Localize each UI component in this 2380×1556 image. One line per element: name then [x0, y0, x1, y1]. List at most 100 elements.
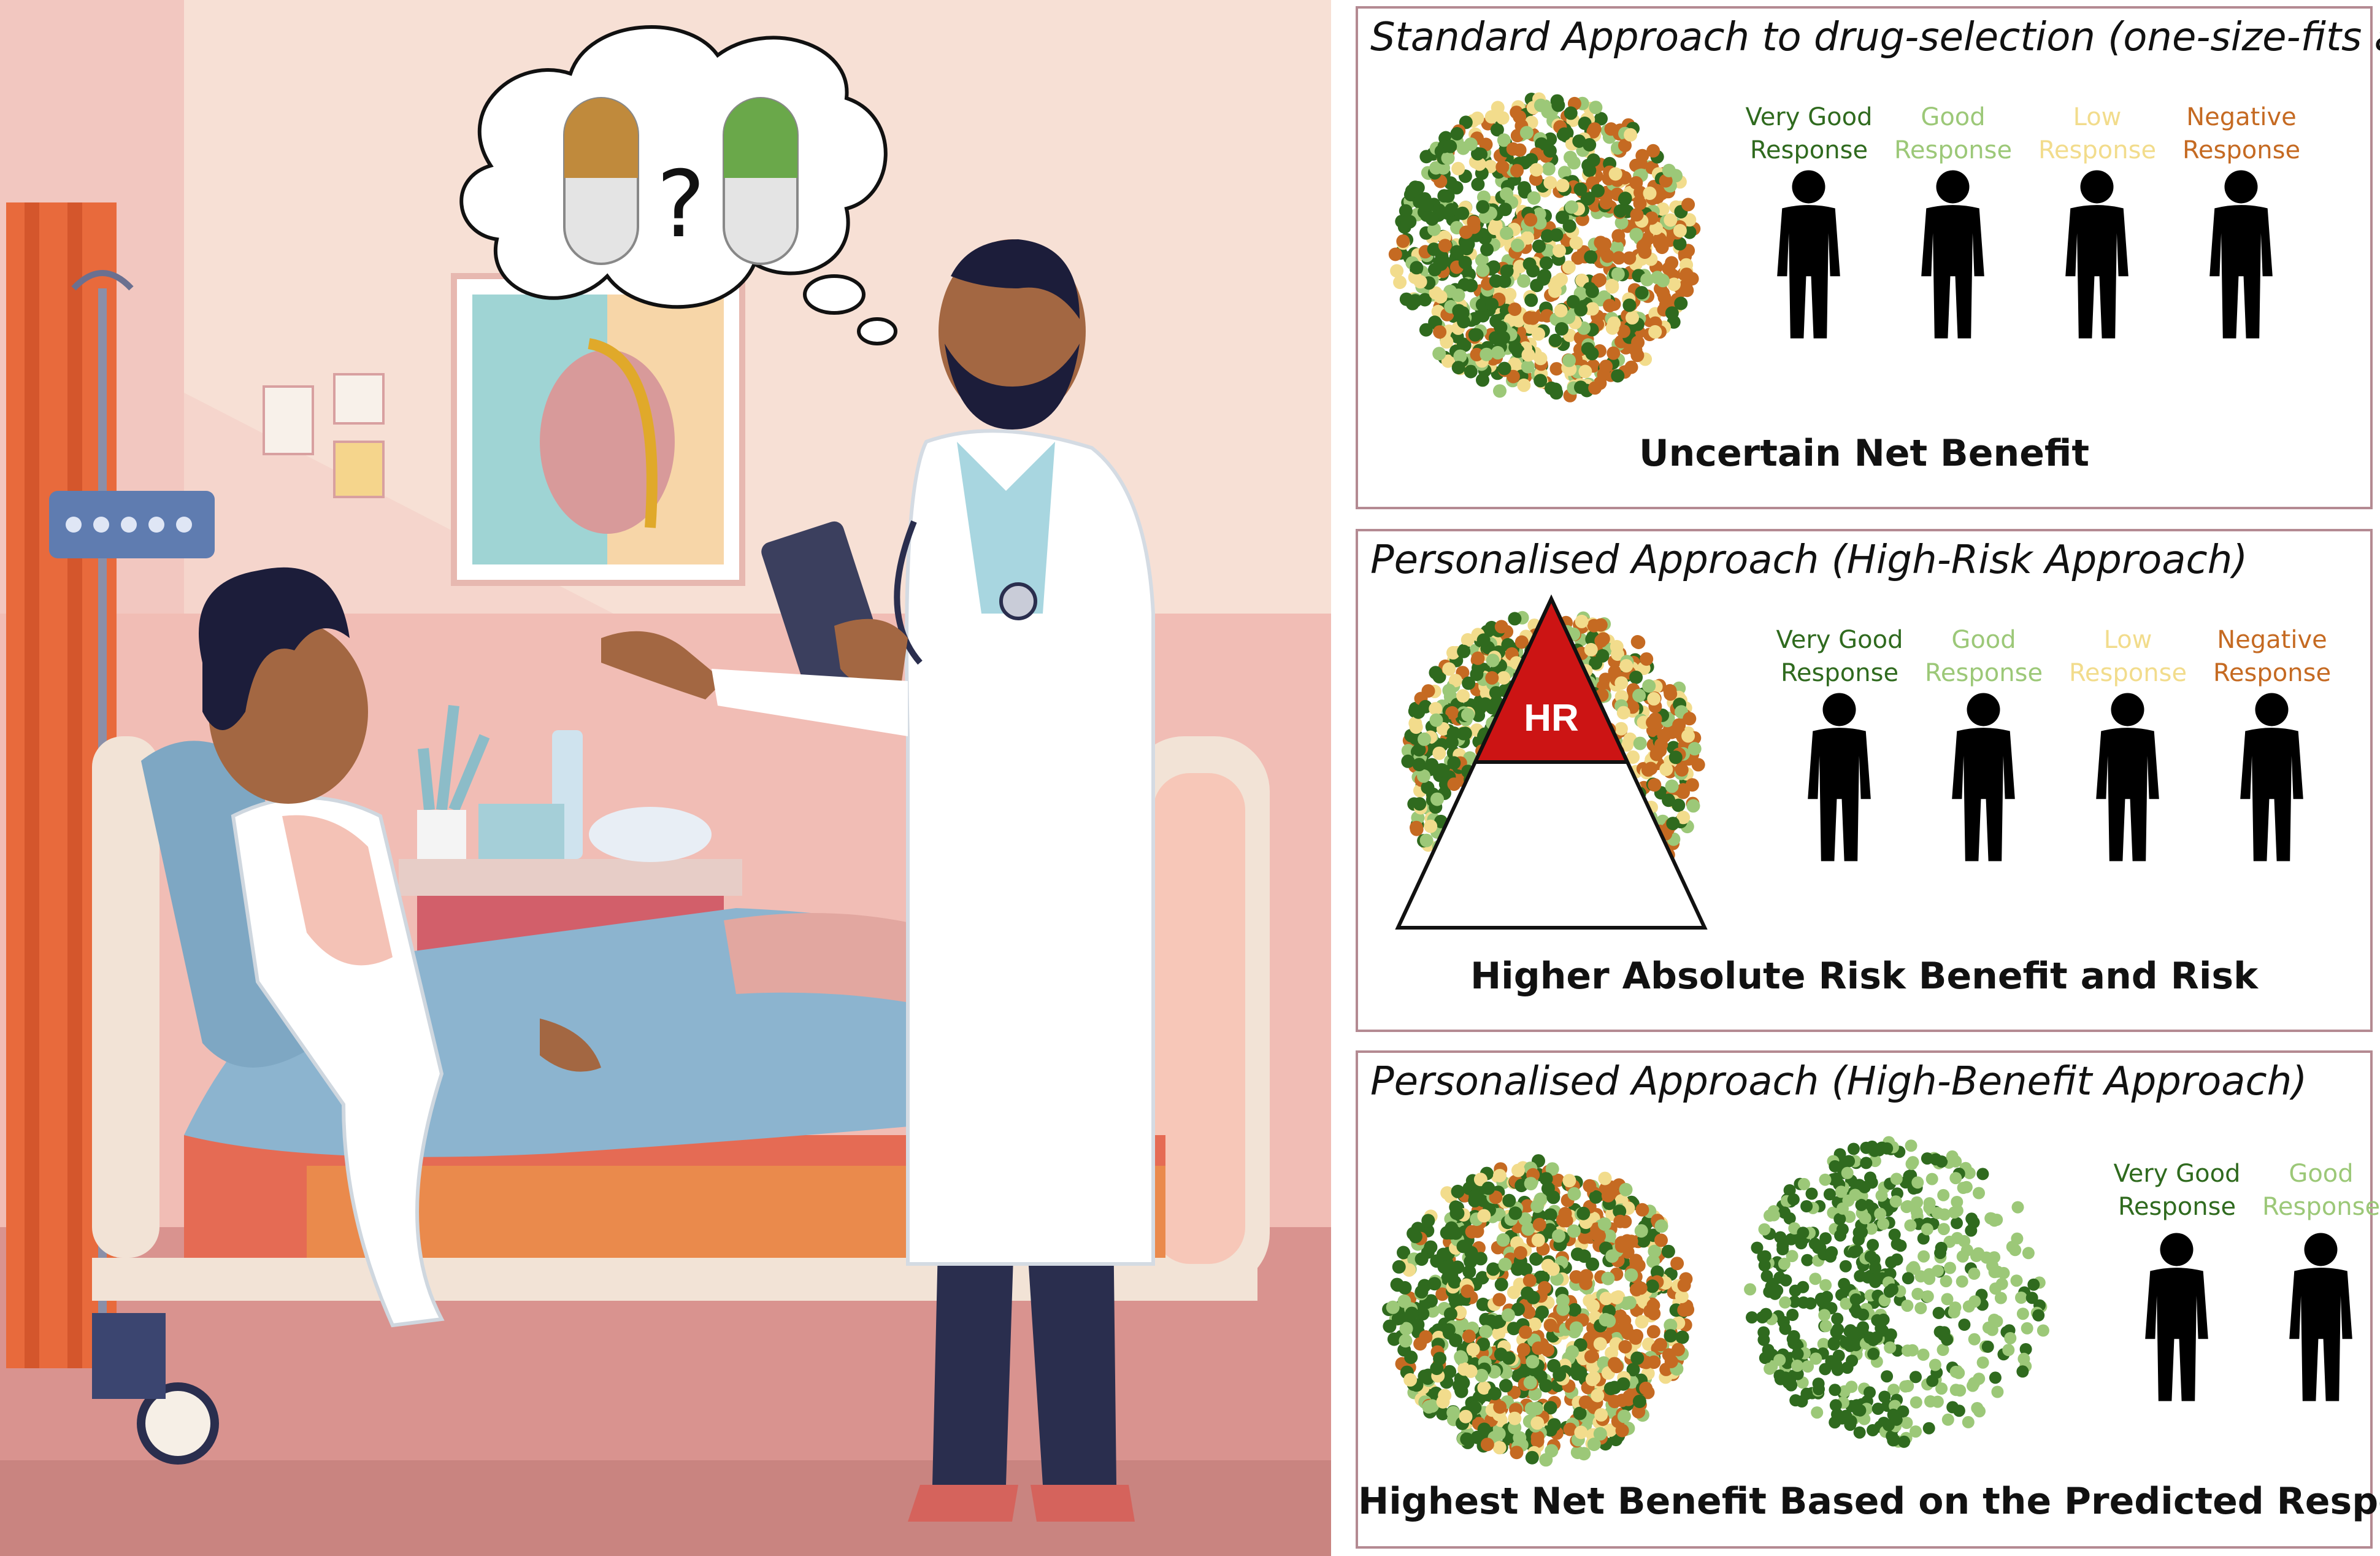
- patient-dot: [1871, 1403, 1884, 1415]
- patient-dot: [1588, 381, 1602, 395]
- patient-dot: [1646, 144, 1660, 158]
- patient-dot: [1674, 296, 1688, 310]
- patient-dot: [1783, 1212, 1796, 1225]
- patient-dot: [1386, 1300, 1400, 1314]
- patient-dot: [1521, 231, 1535, 245]
- patient-dot: [1413, 797, 1427, 811]
- patient-dot: [1629, 228, 1643, 242]
- patient-dot: [1480, 347, 1494, 361]
- patient-dot: [1924, 1395, 1937, 1408]
- patient-dot: [1649, 221, 1663, 235]
- patient-dot: [1941, 1333, 1954, 1346]
- patient-dot: [1525, 1450, 1539, 1465]
- patient-dot: [1569, 1321, 1583, 1335]
- patient-dot: [1626, 310, 1639, 325]
- patient-dot: [2021, 1322, 2033, 1335]
- patient-dot: [1630, 1351, 1645, 1365]
- patient-dot: [1911, 1176, 1924, 1189]
- person-icon: [2279, 1231, 2380, 1408]
- patient-dot: [1835, 1185, 1848, 1198]
- patient-dot: [1797, 1227, 1810, 1239]
- patient-dot: [1681, 729, 1695, 743]
- patient-dot: [1402, 1263, 1416, 1277]
- patient-dot: [1390, 264, 1404, 278]
- patient-dot: [1668, 750, 1683, 765]
- patient-dot: [1779, 1322, 1792, 1335]
- patient-dot: [1946, 1401, 1959, 1414]
- patient-dot: [1662, 793, 1676, 807]
- patient-dot: [1524, 213, 1538, 227]
- patient-dot: [1622, 251, 1637, 265]
- patient-dot: [1486, 1262, 1500, 1276]
- patient-dot: [2016, 1365, 2029, 1378]
- patient-dot: [1578, 364, 1592, 379]
- patient-dot: [2011, 1201, 2024, 1214]
- patient-dot: [1639, 1381, 1653, 1395]
- patient-dot: [1476, 1338, 1491, 1351]
- response-label-line1: Low: [2073, 103, 2122, 131]
- patient-dot: [1787, 1193, 1800, 1206]
- patient-dot: [1451, 288, 1465, 302]
- person-icon: [1798, 691, 1914, 868]
- patient-dot: [1854, 1269, 1867, 1282]
- patient-dot: [1410, 261, 1424, 275]
- patient-dot: [1549, 362, 1564, 376]
- patient-dot: [1864, 1250, 1877, 1263]
- patient-dot: [1789, 1284, 1802, 1297]
- patient-dot: [1887, 1434, 1900, 1447]
- patient-dot: [1921, 1290, 1934, 1303]
- patient-dot: [1960, 1244, 1973, 1257]
- patient-dot: [1508, 612, 1522, 626]
- patient-dot: [1556, 179, 1570, 193]
- patient-dot: [1545, 1162, 1559, 1176]
- patient-dot: [1496, 1233, 1510, 1247]
- patient-dot: [1859, 1212, 1871, 1225]
- patient-dot: [1805, 1187, 1818, 1200]
- patient-dot: [1587, 122, 1602, 136]
- patient-dot: [1429, 702, 1443, 716]
- patient-dot: [1554, 304, 1568, 318]
- patient-dot: [1877, 1313, 1890, 1326]
- patient-dot: [1428, 263, 1441, 277]
- patient-dot: [1958, 1319, 1971, 1331]
- patient-dot: [2025, 1292, 2038, 1304]
- patient-dot: [1475, 298, 1489, 312]
- patient-dot: [1508, 357, 1522, 371]
- patient-dot: [1595, 238, 1610, 252]
- response-label-line2: Response: [2182, 136, 2301, 164]
- patient-dot: [1459, 1409, 1473, 1423]
- patient-dot: [1495, 111, 1510, 125]
- patient-dot: [1852, 1226, 1865, 1239]
- patient-dot: [1914, 1302, 1927, 1314]
- patient-dot: [1910, 1396, 1922, 1409]
- patient-dot: [1451, 161, 1465, 175]
- patient-dot: [1884, 1328, 1897, 1341]
- patient-dot: [1840, 1297, 1852, 1310]
- patient-dot: [1881, 1370, 1894, 1383]
- patient-dot: [1610, 640, 1624, 653]
- patient-dot: [1932, 1207, 1944, 1219]
- patient-dot: [1503, 287, 1517, 301]
- patient-dot: [1435, 763, 1449, 777]
- patient-dot: [1493, 1400, 1507, 1414]
- patient-dot: [1539, 1172, 1553, 1186]
- patient-dot: [1506, 142, 1520, 156]
- patient-dot: [1586, 302, 1599, 316]
- patient-dot: [1434, 290, 1448, 304]
- patient-dot: [1685, 272, 1699, 286]
- patient-dot: [1980, 1251, 1993, 1264]
- patient-dot: [1872, 1271, 1885, 1284]
- patient-dot: [1648, 1244, 1662, 1258]
- patient-dot: [1579, 1276, 1593, 1290]
- patient-population-circle: [1388, 92, 1701, 402]
- patient-dot: [1635, 286, 1649, 300]
- patient-dot: [1940, 1275, 1952, 1288]
- patient-dot: [1456, 726, 1470, 741]
- patient-dot: [1968, 1333, 1981, 1346]
- patient-dot: [1553, 244, 1566, 258]
- patient-dot: [1562, 260, 1576, 274]
- patient-dot: [1823, 1188, 1836, 1201]
- patient-dot: [1471, 651, 1485, 665]
